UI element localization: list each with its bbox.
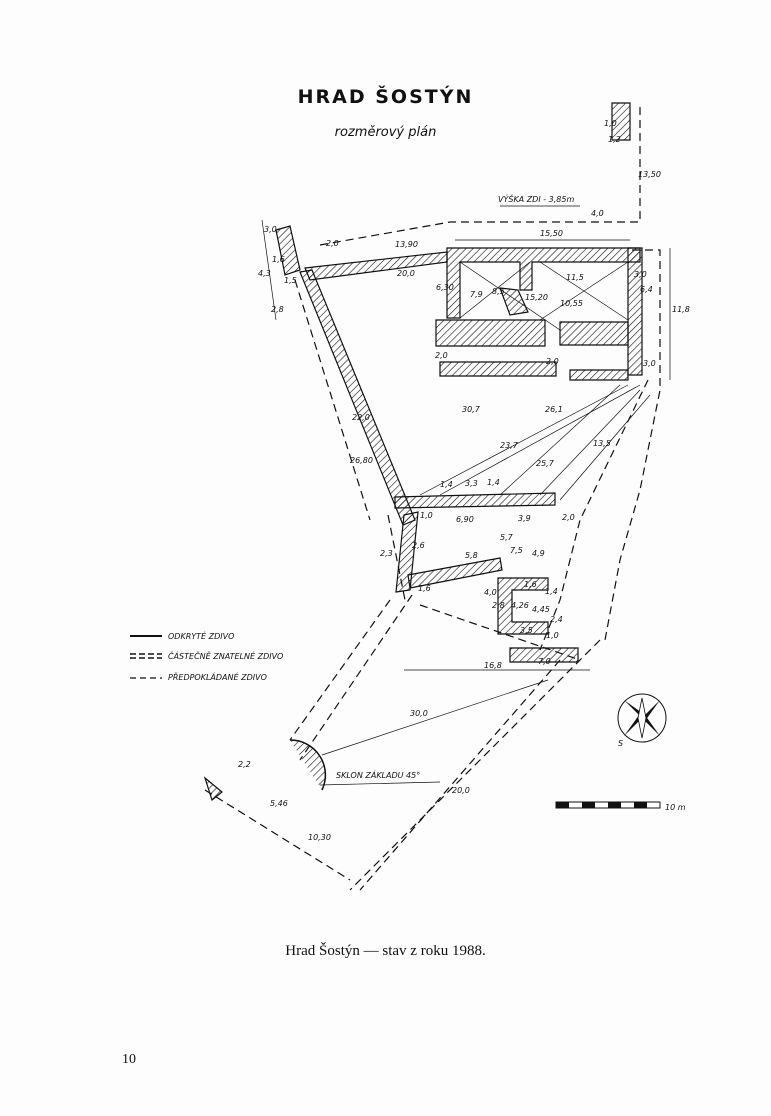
dim-label: 2,8 <box>271 305 284 314</box>
dim-label: 7,0 <box>538 657 551 666</box>
page-subtitle: rozměrový plán <box>334 125 437 140</box>
dim-label: 3,0 <box>634 270 647 279</box>
legend-label: ČÁSTEČNĚ ZNATELNÉ ZDIVO <box>168 650 283 661</box>
dim-label: 1,6 <box>272 255 285 264</box>
legend-label: PŘEDPOKLÁDANÉ ZDIVO <box>168 671 267 682</box>
dim-label: 4,45 <box>532 605 550 614</box>
exposed-walls <box>275 102 643 663</box>
dim-label: 23,7 <box>500 441 519 450</box>
dim-label: 16,8 <box>484 661 502 670</box>
compass-rose-icon: S <box>617 693 667 748</box>
slope-note: SKLON ZÁKLADU 45° <box>336 769 420 780</box>
dim-label: 3,0 <box>643 359 656 368</box>
dim-label: 4,0 <box>591 209 604 218</box>
dim-label: 13,90 <box>395 240 418 249</box>
dim-label: 3,9 <box>518 514 531 523</box>
dim-label: 1,4 <box>440 480 453 489</box>
dim-label: 11,5 <box>566 273 584 282</box>
dim-label: 30,0 <box>410 709 428 718</box>
dim-label: 7,5 <box>510 546 523 555</box>
dim-label: 2,2 <box>238 760 251 769</box>
dim-label: 3,0 <box>264 225 277 234</box>
dim-label: 6,4 <box>640 285 653 294</box>
dim-label: 1,0 <box>604 119 617 128</box>
dim-label: 26,80 <box>350 456 373 465</box>
dim-label: 4,26 <box>511 601 529 610</box>
dim-label: 1,4 <box>487 478 500 487</box>
dimension-lines <box>261 219 671 786</box>
legend: ODKRYTÉ ZDIVO ČÁSTEČNĚ ZNATELNÉ ZDIVO PŘ… <box>130 630 283 682</box>
dim-label: 2,0 <box>435 351 448 360</box>
compass-label: S <box>618 739 623 748</box>
figure-caption: Hrad Šostýn — stav z roku 1988. <box>285 943 486 959</box>
dim-label: 2,6 <box>412 541 425 550</box>
dim-label: 25,7 <box>536 459 555 468</box>
dim-label: 4,9 <box>532 549 545 558</box>
dim-label: 1,2 <box>608 135 621 144</box>
dimension-labels: 15,50 13,90 20,0 11,5 10,55 15,20 8,5 7,… <box>238 119 690 842</box>
dim-label: 20,0 <box>397 269 415 278</box>
dim-label: 2,0 <box>326 239 339 248</box>
dim-label: 10,55 <box>560 299 583 308</box>
dim-label: 1,6 <box>418 584 431 593</box>
dim-label: 3,5 <box>520 626 533 635</box>
scale-bar: 10 m <box>555 801 686 812</box>
dim-label: 22,0 <box>352 413 370 422</box>
scale-label: 10 m <box>665 803 686 812</box>
dim-label: 2,3 <box>380 549 393 558</box>
dim-label: 15,50 <box>540 229 563 238</box>
dim-label: 15,20 <box>525 293 548 302</box>
page-number: 10 <box>122 1052 136 1067</box>
dim-label: 2,4 <box>550 615 563 624</box>
dim-label: 1,6 <box>524 580 537 589</box>
dim-label: 13,5 <box>593 439 611 448</box>
dim-label: 1,4 <box>545 587 558 596</box>
dim-label: 10,30 <box>308 833 331 842</box>
dim-label: 3,3 <box>465 479 478 488</box>
legend-label: ODKRYTÉ ZDIVO <box>168 630 234 641</box>
dim-label: 30,7 <box>462 405 481 414</box>
dim-label: 26,1 <box>545 405 563 414</box>
dim-label: 5,46 <box>270 799 288 808</box>
dim-label: 6,30 <box>436 283 454 292</box>
dim-label: 4,0 <box>484 588 497 597</box>
dim-label: 5,7 <box>500 533 514 542</box>
presumed-walls <box>204 103 661 891</box>
round-bastion <box>289 739 327 791</box>
dim-label: 13,50 <box>638 170 661 179</box>
dim-label: 1,0 <box>420 511 433 520</box>
dim-label: 6,90 <box>456 515 474 524</box>
dim-label: 1,5 <box>284 276 297 285</box>
page-title: HRAD ŠOSTÝN <box>297 86 474 108</box>
dim-label: 4,3 <box>258 269 271 278</box>
dim-label: 1,0 <box>546 631 559 640</box>
dim-label: 2,0 <box>546 357 559 366</box>
dim-label: 2,8 <box>492 601 505 610</box>
dim-label: 20,0 <box>452 786 470 795</box>
dim-label: 7,9 <box>470 290 483 299</box>
wall-height-note: VÝŠKA ZDI - 3,85m <box>498 193 574 204</box>
dim-label: 2,0 <box>562 513 575 522</box>
dim-label: 5,8 <box>465 551 478 560</box>
dim-label: 11,8 <box>672 305 690 314</box>
dim-label: 8,5 <box>492 287 505 296</box>
